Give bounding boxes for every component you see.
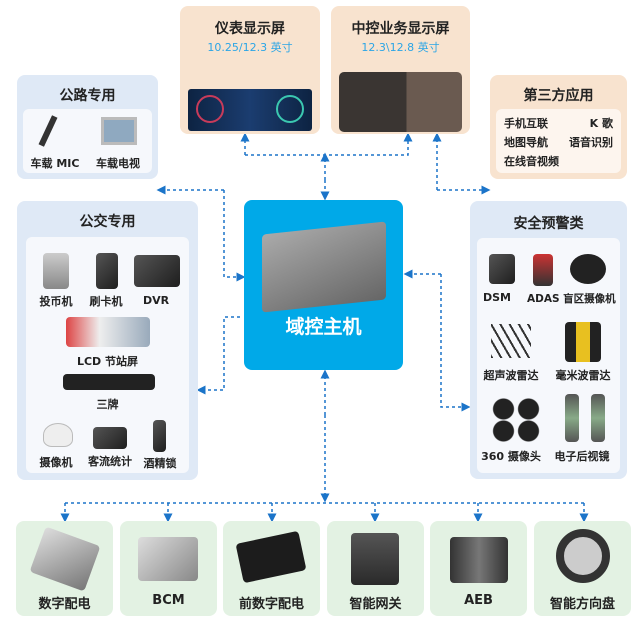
third-party-item: 语音识别: [569, 136, 613, 149]
module-label: 智能方向盘: [549, 597, 615, 612]
front-digital-power-icon: [235, 530, 307, 584]
dvr-icon: [134, 255, 180, 287]
steering-wheel-icon: [556, 529, 610, 583]
third-party-item: 手机互联: [504, 117, 548, 130]
e-mirror-icon: [565, 394, 579, 442]
center-display-title: 中控业务显示屏: [351, 21, 450, 37]
gateway-icon: [351, 533, 399, 585]
highway-item: 车载电视: [96, 157, 140, 170]
card-reader-icon: [96, 253, 118, 289]
center-display-size: 12.3\12.8 英寸: [361, 41, 440, 54]
bus-item: LCD 节站屏: [76, 355, 139, 368]
bcm-icon: [138, 537, 198, 581]
third-party-title: 第三方应用: [523, 88, 594, 104]
bus-item: 酒精锁: [143, 457, 177, 470]
highway-item: 车载 MIC: [30, 157, 80, 170]
bus-item: 三牌: [96, 398, 119, 411]
host-title: 域控主机: [285, 316, 362, 338]
safety-item: 360 摄像头: [481, 450, 541, 463]
blind-spot-camera-icon: [570, 254, 606, 284]
center-display-image: [339, 72, 462, 132]
digital-power-icon: [29, 526, 101, 592]
module-card: 智能方向盘: [534, 521, 631, 616]
cluster-display-image: [188, 89, 312, 131]
module-label: AEB: [464, 593, 493, 608]
module-label: 智能网关: [349, 597, 402, 612]
domain-controller-host: 域控主机: [244, 200, 403, 370]
rpm-gauge-icon: [276, 95, 304, 123]
sign-board-icon: [63, 374, 155, 390]
module-label: 数字配电: [38, 597, 91, 612]
third-party-card: 第三方应用 手机互联 K 歌 地图导航 语音识别 在线音视频: [490, 75, 627, 179]
module-card: 智能网关: [327, 521, 424, 616]
host-device-image: [262, 221, 386, 313]
cluster-display-card: 仪表显示屏 10.25/12.3 英寸: [180, 6, 320, 134]
microphone-icon: [38, 115, 58, 147]
camera-icon: [43, 423, 73, 447]
ultrasonic-radar-icon: [491, 324, 531, 358]
module-card: 数字配电: [16, 521, 113, 616]
third-party-item: 地图导航: [504, 136, 548, 149]
cluster-display-title: 仪表显示屏: [215, 21, 285, 37]
bus-item: 刷卡机: [89, 295, 123, 308]
safety-title: 安全预警类: [513, 216, 584, 232]
bus-item: DVR: [142, 294, 170, 307]
mmwave-radar-icon: [565, 322, 601, 362]
safety-item: ADAS 盲区摄像机: [527, 293, 616, 305]
module-card: BCM: [120, 521, 217, 616]
bus-item: 摄像机: [39, 456, 73, 469]
third-party-item: 在线音视频: [504, 155, 559, 168]
bus-item: 客流统计: [88, 455, 132, 468]
bus-item: 投币机: [39, 295, 73, 308]
bus-card: 公交专用 投币机 刷卡机 DVR LCD 节站屏 三牌 摄像机 客流统计 酒精锁: [17, 201, 198, 480]
coin-machine-icon: [43, 253, 69, 289]
bus-title: 公交专用: [79, 214, 136, 230]
highway-title: 公路专用: [59, 88, 116, 104]
highway-card: 公路专用 车载 MIC 车载电视: [17, 75, 158, 179]
passenger-counter-icon: [93, 427, 127, 449]
safety-card: 安全预警类 DSM ADAS 盲区摄像机 超声波雷达 毫米波雷达 360 摄像头…: [470, 201, 627, 479]
e-mirror-icon: [591, 394, 605, 442]
module-label: 前数字配电: [238, 597, 304, 612]
center-display-card: 中控业务显示屏 12.3\12.8 英寸: [331, 6, 470, 134]
third-party-item: K 歌: [589, 117, 613, 130]
speed-gauge-icon: [196, 95, 224, 123]
cluster-display-size: 10.25/12.3 英寸: [207, 41, 293, 54]
adas-camera-icon: [533, 254, 553, 286]
aeb-icon: [450, 537, 508, 583]
lcd-screen-icon: [66, 317, 150, 347]
safety-item: 超声波雷达: [483, 369, 539, 382]
alcohol-lock-icon: [153, 420, 166, 452]
safety-item: 电子后视镜: [554, 450, 610, 463]
safety-item: 毫米波雷达: [555, 369, 611, 382]
module-card: AEB: [430, 521, 527, 616]
tv-icon: [101, 117, 137, 145]
module-label: BCM: [152, 593, 185, 608]
safety-item: DSM: [483, 291, 511, 304]
module-card: 前数字配电: [223, 521, 320, 616]
surround-camera-icon: [491, 398, 541, 442]
dsm-camera-icon: [489, 254, 515, 284]
